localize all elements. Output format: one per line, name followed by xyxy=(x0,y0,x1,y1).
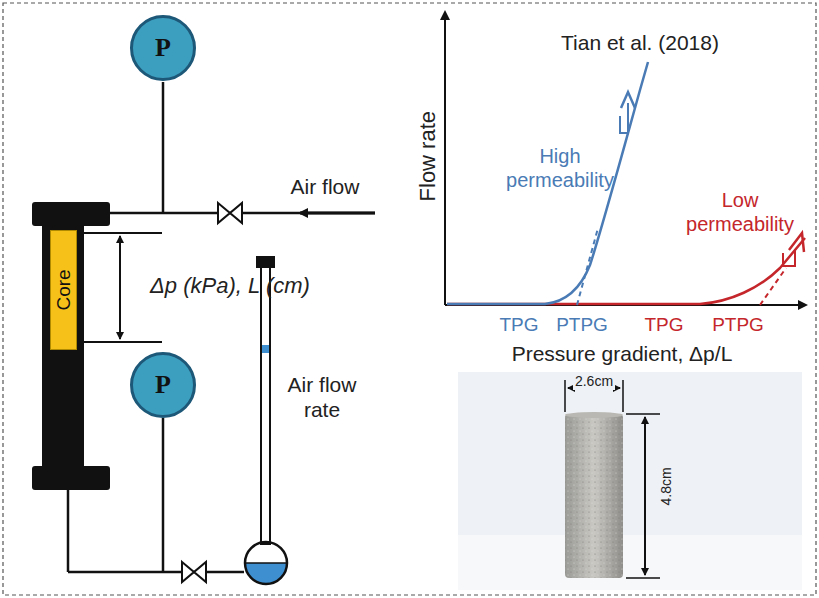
curve-label: Low permeability xyxy=(685,188,795,236)
threshold-label: PTPG xyxy=(556,314,608,337)
threshold-label: PTPG xyxy=(712,314,764,337)
axis-title: Flow rate xyxy=(415,111,441,201)
dimension-label: Δp (kPa), L (cm) xyxy=(150,273,310,299)
core-sample: Core xyxy=(50,230,77,350)
source-citation: Tian et al. (2018) xyxy=(561,30,719,55)
pressure-gauge: P xyxy=(130,15,196,81)
dimension-label: 2.6cm xyxy=(573,373,615,390)
flow-label: Air flow xyxy=(291,174,360,199)
curve-label: High permeability xyxy=(505,144,615,192)
dimension-label: 4.8cm xyxy=(658,467,675,505)
threshold-label: TPG xyxy=(644,314,683,337)
core-label: Core xyxy=(53,269,75,310)
gauge-symbol: P xyxy=(155,33,171,63)
gauge-symbol: P xyxy=(155,370,171,400)
pressure-gauge: P xyxy=(130,352,196,418)
flowmeter-label: Air flow rate xyxy=(277,372,367,422)
threshold-label: TPG xyxy=(499,314,538,337)
axis-title: Pressure gradient, Δp/L xyxy=(512,341,733,366)
